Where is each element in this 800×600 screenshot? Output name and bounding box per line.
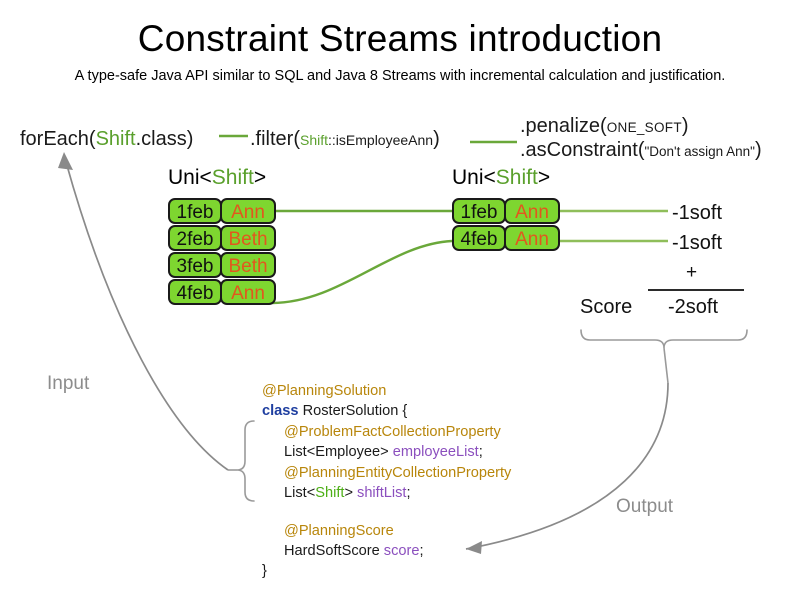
table-row: 4feb Ann bbox=[452, 225, 560, 251]
pipeline-foreach: forEach(Shift.class) bbox=[20, 128, 193, 151]
stream-line-4feb bbox=[271, 239, 453, 305]
table-row: 1feb Ann bbox=[168, 198, 276, 224]
input-arrow-head bbox=[58, 152, 73, 170]
fact-date: 4feb bbox=[452, 225, 506, 251]
code-line: List<Employee> employeeList; bbox=[262, 442, 511, 462]
table-row: 1feb Ann bbox=[452, 198, 560, 224]
uni-right-suffix: > bbox=[537, 166, 551, 189]
foreach-suffix: .class) bbox=[135, 128, 194, 150]
fact-employee: Ann bbox=[220, 279, 276, 305]
field-type-score: HardSoftScore bbox=[284, 543, 384, 560]
field-type-shift-list-pre: List< bbox=[284, 485, 316, 502]
penalize-suffix: ) bbox=[681, 115, 689, 137]
code-line: @PlanningEntityCollectionProperty bbox=[262, 463, 511, 483]
uni-left-prefix: Uni< bbox=[168, 166, 212, 189]
score-total: -2soft bbox=[668, 296, 719, 318]
annotation-planning-entity-collection: @PlanningEntityCollectionProperty bbox=[284, 464, 512, 481]
code-line: List<Shift> shiftList; bbox=[262, 483, 511, 503]
foreach-method: forEach( bbox=[20, 128, 96, 150]
table-row: 4feb Ann bbox=[168, 279, 276, 305]
fact-date: 2feb bbox=[168, 225, 222, 251]
penalty-value-2: -1soft bbox=[672, 232, 723, 254]
filter-method: .filter( bbox=[250, 128, 300, 150]
penalize-method: .penalize( bbox=[520, 115, 607, 137]
uni-left-type: Shift bbox=[211, 166, 254, 189]
annotation-planning-score: @PlanningScore bbox=[284, 523, 394, 539]
caption-output: Output bbox=[616, 496, 674, 517]
stream-label-right: Uni<Shift> bbox=[452, 166, 550, 190]
code-closing-brace: } bbox=[262, 563, 267, 579]
fact-date: 1feb bbox=[168, 198, 222, 224]
score-brace bbox=[580, 329, 748, 349]
annotation-planning-solution: @PlanningSolution bbox=[262, 383, 387, 399]
fact-date: 4feb bbox=[168, 279, 222, 305]
fact-employee: Ann bbox=[504, 198, 560, 224]
page-subtitle: A type-safe Java API similar to SQL and … bbox=[74, 68, 726, 84]
fact-stack-right: 1feb Ann 4feb Ann bbox=[452, 198, 560, 251]
fact-employee: Beth bbox=[220, 252, 276, 278]
pipeline-penalize: .penalize(ONE_SOFT) bbox=[520, 115, 689, 138]
score-brace-stem bbox=[663, 347, 669, 384]
uni-right-prefix: Uni< bbox=[452, 166, 496, 189]
uni-right-type: Shift bbox=[495, 166, 538, 189]
fact-employee: Beth bbox=[220, 225, 276, 251]
field-type-shift: Shift bbox=[315, 485, 345, 502]
caption-input: Input bbox=[47, 373, 90, 394]
field-type-shift-list-post: > bbox=[344, 485, 358, 502]
fact-stack-left: 1feb Ann 2feb Beth 3feb Beth 4feb Ann bbox=[168, 198, 276, 305]
table-row: 2feb Beth bbox=[168, 225, 276, 251]
sum-plus-sign: + bbox=[686, 262, 698, 283]
pipeline-as-constraint: .asConstraint("Don't assign Ann") bbox=[520, 139, 762, 162]
keyword-class: class bbox=[262, 403, 299, 420]
page-title: Constraint Streams introduction bbox=[137, 18, 663, 59]
output-arrow-head bbox=[466, 541, 482, 554]
filter-arg-rest: ::isEmployeeAnn bbox=[328, 132, 434, 148]
as-constraint-method: .asConstraint( bbox=[520, 139, 645, 161]
class-declaration: RosterSolution { bbox=[298, 403, 408, 420]
field-name-employee-list: employeeList bbox=[392, 444, 479, 461]
pipeline-filter: .filter(Shift::isEmployeeAnn) bbox=[250, 128, 440, 151]
field-name-score: score bbox=[383, 543, 420, 560]
fact-date: 3feb bbox=[168, 252, 222, 278]
foreach-type: Shift bbox=[95, 128, 136, 150]
as-constraint-arg: "Don't assign Ann" bbox=[644, 144, 755, 159]
field-semicolon: ; bbox=[419, 543, 424, 560]
uni-left-suffix: > bbox=[253, 166, 267, 189]
fact-employee: Ann bbox=[220, 198, 276, 224]
field-name-shift-list: shiftList bbox=[357, 485, 407, 502]
code-line: HardSoftScore score; bbox=[262, 541, 424, 561]
fact-date: 1feb bbox=[452, 198, 506, 224]
field-semicolon: ; bbox=[478, 444, 483, 461]
score-label: Score bbox=[580, 296, 633, 318]
fields-brace bbox=[236, 420, 255, 502]
code-line: @PlanningScore bbox=[262, 521, 424, 541]
domain-code-block-score: @PlanningScore HardSoftScore score; bbox=[262, 521, 424, 562]
sum-rule bbox=[648, 289, 744, 291]
fact-employee: Ann bbox=[504, 225, 560, 251]
code-line: class RosterSolution { bbox=[262, 401, 511, 421]
stream-label-left: Uni<Shift> bbox=[168, 166, 266, 190]
field-type-employee-list: List<Employee> bbox=[284, 444, 393, 461]
filter-suffix: ) bbox=[433, 128, 440, 150]
filter-arg-type: Shift bbox=[300, 132, 329, 148]
as-constraint-suffix: ) bbox=[754, 139, 762, 161]
field-semicolon: ; bbox=[406, 485, 411, 502]
annotation-problem-fact-collection: @ProblemFactCollectionProperty bbox=[284, 423, 501, 440]
penalty-value-1: -1soft bbox=[672, 202, 723, 224]
code-line: @ProblemFactCollectionProperty bbox=[262, 422, 511, 442]
domain-code-block: @PlanningSolution class RosterSolution {… bbox=[262, 381, 511, 503]
table-row: 3feb Beth bbox=[168, 252, 276, 278]
penalize-arg: ONE_SOFT bbox=[606, 120, 682, 135]
code-line: @PlanningSolution bbox=[262, 381, 511, 401]
